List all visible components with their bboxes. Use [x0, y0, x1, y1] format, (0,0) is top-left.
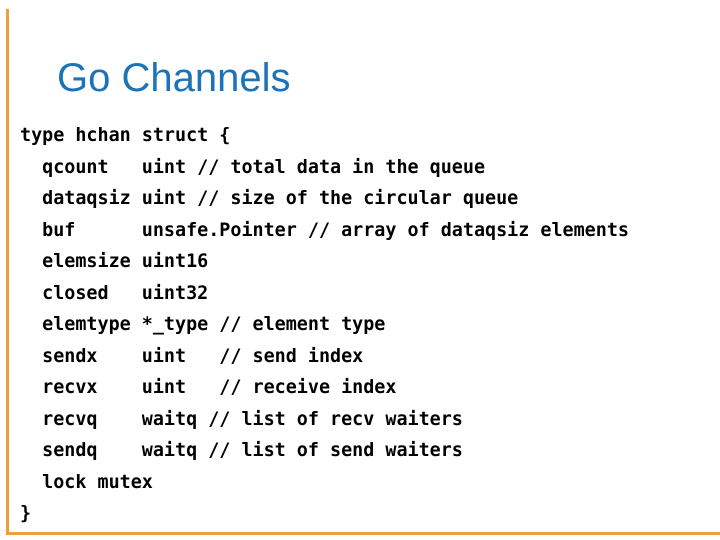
page-title: Go Channels — [57, 56, 291, 100]
code-block: type hchan struct { qcount uint // total… — [20, 120, 629, 530]
code-line: sendq waitq // list of send waiters — [20, 440, 463, 461]
code-line: recvx uint // receive index — [20, 377, 397, 398]
code-line: buf unsafe.Pointer // array of dataqsiz … — [20, 219, 629, 241]
code-line: elemtype *_type // element type — [20, 314, 386, 335]
code-line: lock mutex — [20, 471, 153, 493]
code-line: dataqsiz uint // size of the circular qu… — [20, 188, 519, 209]
code-line: type hchan struct { — [20, 125, 231, 146]
code-line: qcount uint // total data in the queue — [20, 156, 486, 178]
accent-border-bottom — [6, 532, 720, 535]
code-line: closed uint32 — [20, 282, 209, 304]
code-line: } — [20, 503, 32, 524]
code-line: recvq waitq // list of recv waiters — [20, 408, 463, 430]
code-line: elemsize uint16 — [20, 251, 209, 272]
code-line: sendx uint // send index — [20, 345, 364, 367]
accent-border-left — [6, 9, 9, 535]
